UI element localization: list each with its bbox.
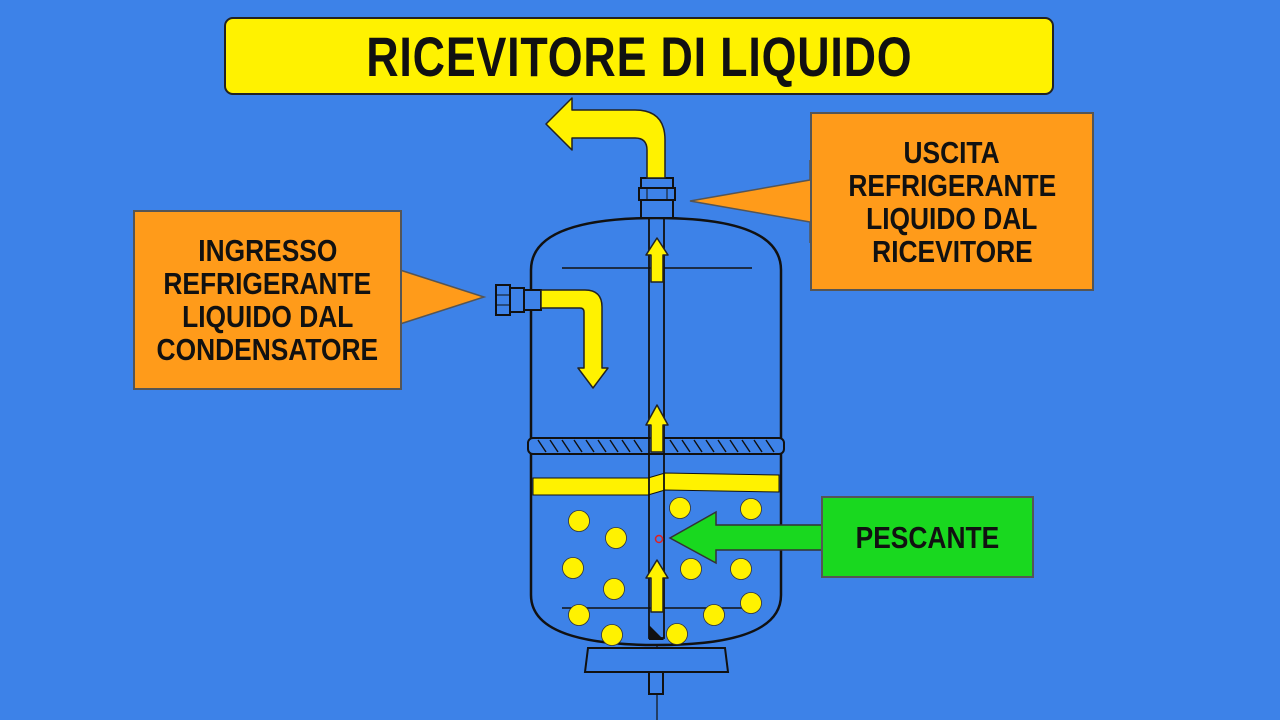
inlet-fitting: [495, 284, 542, 316]
bubble: [740, 592, 762, 614]
inlet-label-line: LIQUIDO DAL: [181, 299, 354, 334]
dip-tube-pointer-arrow: [668, 510, 822, 565]
liquid-bubbles: [562, 497, 762, 646]
inlet-flow-arrow: [540, 289, 609, 389]
bubble: [603, 578, 625, 600]
bubble: [568, 510, 590, 532]
title-banner: RICEVITORE DI LIQUIDO: [224, 17, 1054, 95]
outlet-label-line: RICEVITORE: [871, 233, 1033, 269]
inlet-label-line: INGRESSO: [197, 233, 338, 268]
outlet-fitting: [638, 177, 676, 219]
page-title: RICEVITORE DI LIQUIDO: [365, 24, 913, 88]
vessel-base: [583, 647, 730, 673]
tube-flow-arrow-middle: [645, 404, 669, 453]
dip-tube-tip: [649, 625, 664, 640]
bubble: [669, 497, 691, 519]
drain-stub: [648, 671, 664, 695]
inlet-label-line: CONDENSATORE: [156, 332, 379, 367]
outlet-flow-arrow: [545, 97, 666, 179]
bubble: [601, 624, 623, 646]
outlet-label-line: REFRIGERANTE: [848, 167, 1056, 203]
inlet-pointer-arrow: [399, 269, 487, 325]
liquid-level: [532, 472, 780, 496]
outlet-label-line: LIQUIDO DAL: [866, 200, 1038, 236]
inlet-label: INGRESSO REFRIGERANTE LIQUIDO DAL CONDEN…: [133, 210, 402, 390]
dip-tube-label: PESCANTE: [821, 496, 1034, 578]
outlet-label: USCITA REFRIGERANTE LIQUIDO DAL RICEVITO…: [810, 112, 1094, 291]
outlet-label-line: USCITA: [903, 134, 1001, 170]
bubble: [740, 498, 762, 520]
bubble: [730, 558, 752, 580]
suction-point-marker: [654, 534, 664, 544]
bubble: [568, 604, 590, 626]
bubble: [605, 527, 627, 549]
bubble: [562, 557, 584, 579]
bubble: [680, 558, 702, 580]
dip-tube-label-text: PESCANTE: [855, 519, 1000, 555]
bubble: [703, 604, 725, 626]
tube-flow-arrow-bottom: [645, 559, 669, 613]
inlet-label-line: REFRIGERANTE: [163, 266, 372, 301]
bubble: [666, 623, 688, 645]
tube-flow-arrow-top: [645, 237, 669, 283]
